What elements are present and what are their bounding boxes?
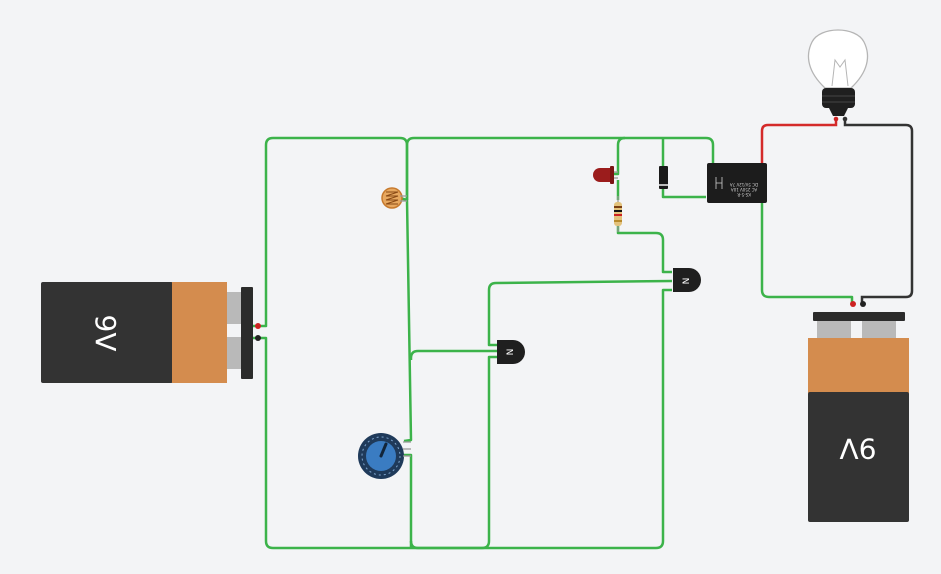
battery-terminal (862, 321, 896, 339)
battery-left-label: 9V (89, 315, 122, 352)
wire[interactable] (252, 136, 409, 328)
relay-icon[interactable]: DC 5V/12V 7A AC 250V 10A KS-5-R (707, 163, 767, 203)
transistor-lower[interactable]: N (497, 340, 525, 364)
terminal-negative[interactable] (255, 335, 261, 341)
wire-red[interactable] (760, 117, 838, 165)
wire[interactable] (404, 453, 413, 548)
battery-snap (241, 287, 253, 379)
wire[interactable] (612, 136, 626, 176)
relay-text-2: AC 250V 10A (731, 187, 757, 192)
wire[interactable] (487, 279, 673, 347)
battery-terminal (817, 321, 851, 339)
wire[interactable] (399, 196, 413, 443)
potentiometer-icon[interactable] (358, 433, 411, 479)
wire[interactable] (409, 355, 497, 550)
battery-right-label: 9V (840, 432, 877, 465)
wire[interactable] (409, 349, 497, 360)
resistor-icon[interactable] (614, 196, 622, 232)
terminal-negative[interactable] (860, 301, 866, 307)
battery-body (41, 282, 173, 383)
wire[interactable] (616, 226, 672, 274)
relay-text-1: DC 5V/12V 7A (730, 182, 758, 187)
battery-terminal (227, 337, 241, 369)
battery-left[interactable]: 9V (41, 282, 261, 383)
wire[interactable] (760, 190, 854, 305)
battery-band (808, 338, 909, 393)
wire[interactable] (405, 136, 715, 200)
led-icon[interactable] (593, 166, 618, 184)
battery-body (808, 392, 909, 522)
battery-band (172, 282, 227, 383)
transistor-upper-label: N (680, 278, 690, 285)
terminal-positive[interactable] (255, 323, 261, 329)
battery-terminal (227, 292, 241, 324)
photoresistor-icon[interactable] (381, 187, 407, 209)
relay-text-3: KS-5-R (737, 192, 751, 197)
wire-black[interactable] (843, 117, 914, 305)
battery-snap (813, 312, 905, 321)
terminal-positive[interactable] (850, 301, 856, 307)
wires-green (252, 136, 854, 550)
diode-icon[interactable] (659, 166, 668, 189)
battery-right[interactable]: 9V (808, 301, 909, 522)
transistor-lower-label: N (504, 349, 514, 356)
wire[interactable] (252, 288, 672, 550)
transistor-upper[interactable]: N (673, 268, 701, 292)
light-bulb-icon[interactable] (807, 29, 869, 122)
wire[interactable] (661, 188, 706, 199)
